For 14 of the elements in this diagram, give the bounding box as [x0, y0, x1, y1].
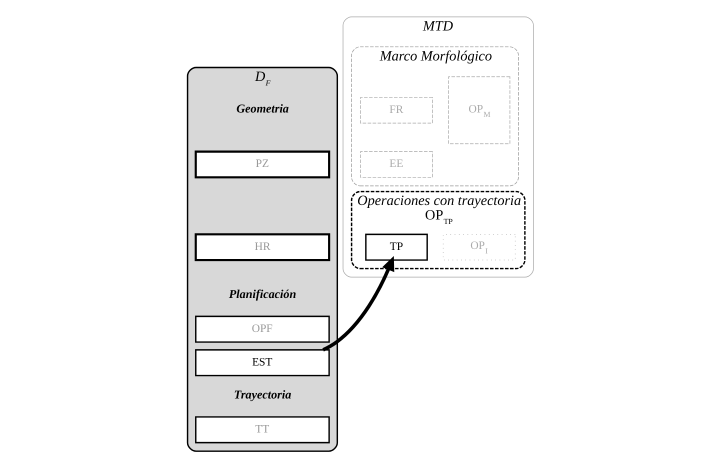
label: Geometria: [236, 101, 289, 116]
node-box: OP$_{M}$: [448, 76, 510, 144]
node-box: HR: [194, 233, 330, 262]
node-box: OP$_{I}$: [442, 234, 516, 260]
node-box: EST: [195, 349, 330, 376]
node-box: PZ: [194, 150, 330, 178]
node-box: TP: [365, 234, 428, 261]
label: Trayectoria: [234, 387, 292, 402]
node-box: OPF: [195, 316, 330, 343]
arrow: [322, 256, 394, 352]
node-box: EE: [360, 151, 433, 178]
node-box: TT: [195, 416, 330, 444]
label: Planificación: [228, 286, 296, 301]
node-box: FR: [360, 97, 433, 124]
